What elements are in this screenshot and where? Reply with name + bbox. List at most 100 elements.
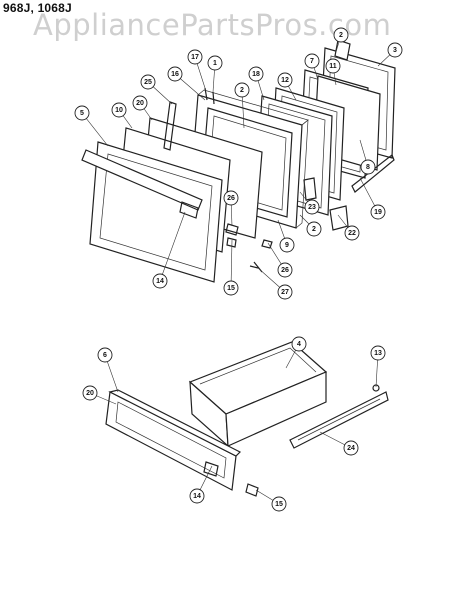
callout-c-2a: 2 xyxy=(333,27,349,53)
callout-c-23: 23 xyxy=(299,191,320,215)
callout-c-16: 16 xyxy=(167,66,206,101)
handle-bracket-14 xyxy=(203,461,219,477)
callout-balloon xyxy=(277,262,293,278)
callout-c-25: 25 xyxy=(140,74,173,105)
callout-balloon xyxy=(279,237,295,253)
callout-number: 26 xyxy=(281,267,289,274)
callout-balloon xyxy=(370,204,386,220)
callout-number: 16 xyxy=(171,71,179,78)
callout-c-14a: 14 xyxy=(152,211,186,289)
callout-c-8: 8 xyxy=(359,139,376,175)
clip-15 xyxy=(226,237,237,248)
callout-balloon xyxy=(223,190,239,206)
callout-c-5: 5 xyxy=(74,105,109,147)
callout-c-26a: 26 xyxy=(223,190,239,227)
clip-26 xyxy=(225,223,239,236)
callout-balloon xyxy=(111,102,127,118)
callout-number: 24 xyxy=(347,445,355,452)
callout-c-2b: 2 xyxy=(234,82,250,129)
callout-balloon xyxy=(207,55,223,71)
callout-number: 3 xyxy=(393,47,397,54)
callout-number: 11 xyxy=(329,63,337,70)
callout-balloon xyxy=(277,284,293,300)
callout-c-22: 22 xyxy=(337,214,360,241)
callout-c-4: 4 xyxy=(285,336,307,369)
callout-number: 4 xyxy=(297,341,301,348)
callout-number: 2 xyxy=(339,32,343,39)
hinge-part-22 xyxy=(329,205,349,231)
callout-number: 13 xyxy=(374,350,382,357)
watermark: AppliancePartsPros.com xyxy=(33,8,392,42)
callout-c-12: 12 xyxy=(277,72,297,101)
callout-balloon xyxy=(387,42,403,58)
callout-number: 5 xyxy=(80,110,84,117)
callout-balloon xyxy=(140,74,156,90)
callout-balloon xyxy=(344,225,360,241)
callout-number: 9 xyxy=(285,242,289,249)
callout-number: 25 xyxy=(144,79,152,86)
hinge-strip-19 xyxy=(351,154,395,193)
callout-balloon xyxy=(167,66,183,82)
callout-c-18: 18 xyxy=(248,66,265,101)
drawer-slide-24 xyxy=(289,391,389,449)
model-title: 968J, 1068J xyxy=(3,1,72,15)
callout-c-20b: 20 xyxy=(82,385,117,405)
callout-c-20a: 20 xyxy=(132,95,153,121)
callout-number: 2 xyxy=(312,226,316,233)
callout-c-14b: 14 xyxy=(189,465,213,504)
callout-balloon xyxy=(97,347,113,363)
callout-number: 15 xyxy=(227,285,235,292)
callout-balloon xyxy=(343,440,359,456)
callout-c-9: 9 xyxy=(277,219,295,253)
callout-balloon xyxy=(304,53,320,69)
callout-balloon xyxy=(333,27,349,43)
callout-c-3: 3 xyxy=(377,42,403,67)
callout-balloon xyxy=(234,82,250,98)
callout-number: 15 xyxy=(275,501,283,508)
callout-number: 20 xyxy=(86,390,94,397)
callout-balloon xyxy=(223,280,239,296)
callout-number: 14 xyxy=(193,493,201,500)
callout-number: 14 xyxy=(156,278,164,285)
callout-balloon xyxy=(152,273,168,289)
callout-number: 19 xyxy=(374,209,382,216)
callout-balloon xyxy=(187,49,203,65)
callout-balloon xyxy=(74,105,90,121)
callout-number: 8 xyxy=(366,164,370,171)
callout-balloon xyxy=(82,385,98,401)
callout-c-24: 24 xyxy=(319,431,359,456)
callout-c-15a: 15 xyxy=(223,239,239,296)
callout-c-6: 6 xyxy=(97,347,119,393)
callout-number: 2 xyxy=(240,87,244,94)
callout-balloon xyxy=(132,95,148,111)
callout-number: 1 xyxy=(213,60,217,67)
callout-c-7: 7 xyxy=(304,53,320,81)
leader-line xyxy=(230,239,233,289)
callout-balloon xyxy=(277,72,293,88)
callout-number: 10 xyxy=(115,107,123,114)
callout-c-17: 17 xyxy=(187,49,206,89)
callout-number: 6 xyxy=(103,352,107,359)
callout-number: 22 xyxy=(348,230,356,237)
callout-number: 26 xyxy=(227,195,235,202)
callout-balloon xyxy=(291,336,307,352)
callout-c-27: 27 xyxy=(257,267,293,300)
callout-balloon xyxy=(370,345,386,361)
callout-c-26b: 26 xyxy=(267,242,293,278)
callout-c-15b: 15 xyxy=(255,489,287,512)
callout-number: 27 xyxy=(281,289,289,296)
callout-c-13: 13 xyxy=(370,345,386,388)
callout-balloon xyxy=(304,199,320,215)
callout-balloon xyxy=(325,58,341,74)
trim-strip-25 xyxy=(163,101,177,151)
callout-c-19: 19 xyxy=(359,177,386,220)
callout-balloon xyxy=(360,159,376,175)
callout-number: 18 xyxy=(252,71,260,78)
leader-line xyxy=(159,211,186,282)
callout-balloon xyxy=(271,496,287,512)
callout-c-1: 1 xyxy=(207,55,223,93)
callout-balloon xyxy=(248,66,264,82)
callout-c-2c: 2 xyxy=(299,214,322,237)
callout-balloon xyxy=(189,488,205,504)
